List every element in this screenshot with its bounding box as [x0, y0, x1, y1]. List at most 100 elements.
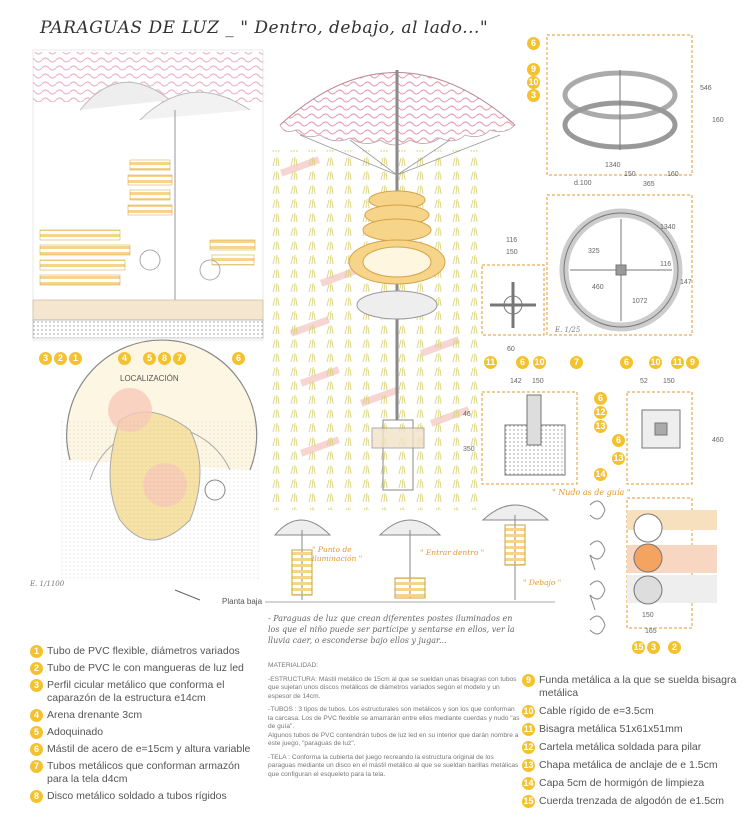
legend-item: 4 Arena drenante 3cm — [30, 709, 255, 722]
legend-text: Bisagra metálica 51x61x51mm — [539, 723, 683, 735]
section-scale: E. 1/25 — [555, 326, 581, 334]
dimension: 52 — [640, 378, 648, 385]
legend-item: 6 Mástil de acero de e=15cm y altura vari… — [30, 743, 255, 756]
legend-text: Cartela metálica soldada para pilar — [539, 741, 702, 753]
legend-item: 2 Tubo de PVC le con mangueras de luz led — [30, 662, 255, 675]
tag: 2 — [668, 641, 681, 654]
legend-number: 13 — [522, 759, 535, 772]
legend-text: Tubo de PVC le con mangueras de luz led — [47, 662, 244, 674]
legend-number: 10 — [522, 705, 535, 718]
tag: 11 — [484, 356, 497, 369]
materialidad-estructura: -ESTRUCTURA: Mástil metálico de 15cm al … — [268, 675, 517, 700]
ring-plan-drawing — [546, 194, 693, 336]
dimension: 150 — [532, 378, 544, 385]
legend-item: 11 Bisagra metálica 51x61x51mm — [522, 723, 747, 736]
tag: 6 — [232, 352, 245, 365]
legend-item: 3 Perfil cicular metálico que conforma el… — [30, 679, 255, 705]
tag: 12 — [594, 406, 607, 419]
legend-number: 12 — [522, 741, 535, 754]
localizacion-label: LOCALIZACIÓN — [120, 374, 179, 383]
legend-text: Arena drenante 3cm — [47, 709, 143, 721]
materialidad-tela: -TELA : Conforma la cubierta del juego r… — [268, 753, 519, 778]
dimension: 325 — [588, 248, 600, 255]
dimension: 165 — [645, 628, 657, 635]
legend-text: Tubo de PVC flexible, diámetros variados — [47, 645, 240, 657]
tag: 3 — [647, 641, 660, 654]
dimension: 1340 — [660, 224, 676, 231]
variant-label: " Entrar dentro " — [420, 548, 485, 557]
dimension: 460 — [712, 437, 724, 444]
tag: 14 — [594, 468, 607, 481]
footing-drawing — [481, 391, 578, 485]
legend-item: 13 Chapa metálica de anclaje de e 1.5cm — [522, 759, 747, 772]
legend-number: 14 — [522, 777, 535, 790]
legend-number: 15 — [522, 795, 535, 808]
tag: 6 — [594, 392, 607, 405]
variant-label: " Punto de iluminación " — [312, 545, 363, 563]
legend-item: 14 Capa 5cm de hormigón de limpieza — [522, 777, 747, 790]
legend-text: Disco metálico soldado a tubos rígidos — [47, 790, 227, 802]
ring-drawing — [546, 34, 693, 176]
dimension: 160 — [712, 117, 724, 124]
legend-number: 8 — [30, 790, 43, 803]
legend-number: 4 — [30, 709, 43, 722]
dimension: 160 — [667, 171, 679, 178]
legend-number: 9 — [522, 674, 535, 687]
tag: 8 — [158, 352, 171, 365]
dimension: 60 — [507, 346, 515, 353]
site-plan-drawing — [60, 339, 260, 601]
dimension: 350 — [463, 446, 475, 453]
dimension: 365 — [643, 181, 655, 188]
plan-scale: E. 1/1100 — [30, 580, 65, 588]
legend-item: 12 Cartela metálica soldada para pilar — [522, 741, 747, 754]
cord-detail-drawing — [626, 497, 717, 629]
dimension: 116 — [660, 261, 672, 268]
tag: 2 — [54, 352, 67, 365]
tag: 6 — [516, 356, 529, 369]
legend-text: Perfil cicular metálico que conforma el … — [47, 679, 225, 704]
legend-text: Cuerda trenzada de algodón de e1.5cm — [539, 795, 725, 807]
hinge-drawing — [481, 264, 545, 336]
legend-number: 6 — [30, 743, 43, 756]
legend-number: 3 — [30, 679, 43, 692]
tag: 6 — [620, 356, 633, 369]
dimension: 1072 — [632, 298, 648, 305]
tag: 4 — [118, 352, 131, 365]
legend-item: 10 Cable rígido de e=3.5cm — [522, 705, 747, 718]
tag: 6 — [527, 37, 540, 50]
dimension: 1340 — [605, 162, 621, 169]
legend-text: Mástil de acero de e=15cm y altura varia… — [47, 743, 251, 755]
tag: 13 — [594, 420, 607, 433]
axonometric-drawing — [265, 70, 516, 525]
variant-label: " Debajo " — [523, 578, 562, 587]
dimension: d.100 — [574, 180, 592, 187]
legend-item: 15 Cuerda trenzada de algodón de e1.5cm — [522, 795, 747, 808]
tag: 9 — [686, 356, 699, 369]
legend-number: 2 — [30, 662, 43, 675]
materialidad-block: MATERIALIDAD: -ESTRUCTURA: Mástil metáli… — [268, 662, 520, 779]
dimension: 150 — [663, 378, 675, 385]
dimension: 46 — [463, 411, 471, 418]
legend-item: 8 Disco metálico soldado a tubos rígidos — [30, 790, 255, 803]
dimension: 460 — [592, 284, 604, 291]
legend-text: Capa 5cm de hormigón de limpieza — [539, 777, 705, 789]
elevation-drawing — [32, 49, 264, 341]
dimension: 150 — [506, 249, 518, 256]
tag: 13 — [612, 452, 625, 465]
tag: 3 — [527, 89, 540, 102]
tag: 10 — [649, 356, 662, 369]
variants-drawing — [265, 504, 555, 603]
materialidad-heading: MATERIALIDAD: — [268, 662, 319, 669]
legend-text: Chapa metálica de anclaje de e 1.5cm — [539, 759, 718, 771]
tag: 11 — [671, 356, 684, 369]
legend-number: 11 — [522, 723, 535, 736]
dimension: 116 — [506, 237, 518, 244]
legend-text: Cable rígido de e=3.5cm — [539, 705, 654, 717]
tag: 6 — [612, 434, 625, 447]
